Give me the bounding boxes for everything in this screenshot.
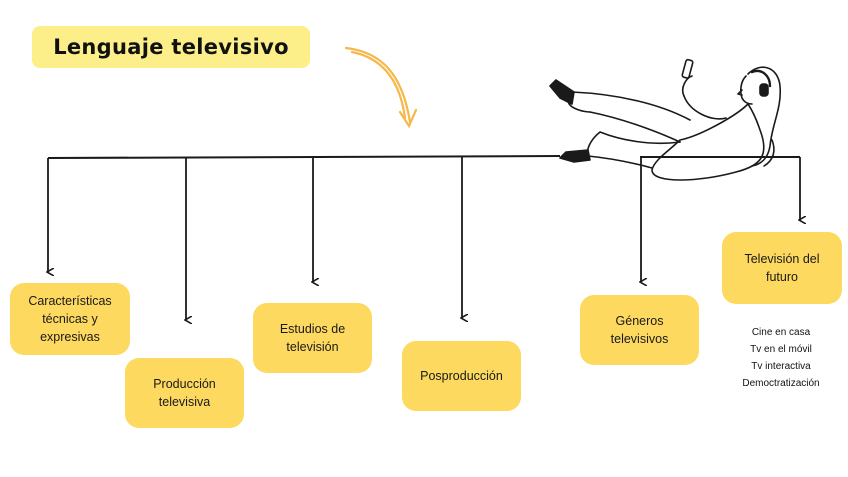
node-line: expresivas <box>40 330 100 344</box>
orange-curved-arrow <box>344 46 418 129</box>
node-line: técnicas y <box>42 312 98 326</box>
page-title: Lenguaje televisivo <box>32 26 310 68</box>
node-line: Géneros televisivos <box>610 314 669 346</box>
node-line: Estudios de <box>279 322 346 336</box>
list-item: Cine en casa <box>751 327 811 338</box>
node-line: Posproducción <box>420 369 503 383</box>
node-posproduccion: Posproducción <box>402 341 521 411</box>
node-line: televisiva <box>158 395 211 409</box>
woman-lying-icon <box>549 58 782 181</box>
list-item: Tv interactiva <box>751 361 811 372</box>
node-line: futuro <box>766 270 798 284</box>
node-produccion: Producción televisiva <box>125 358 244 428</box>
node-futuro: Televisión del futuro <box>722 232 842 304</box>
node-line: Características <box>28 294 112 308</box>
list-item: Tv en el móvil <box>750 344 812 355</box>
node-generos: Géneros televisivos <box>580 295 699 365</box>
node-estudios: Estudios de televisión <box>253 303 372 373</box>
main-timeline <box>47 155 800 159</box>
node-line: televisión <box>286 340 339 354</box>
futuro-items-list: Cine en casa Tv en el móvil Tv interacti… <box>720 324 842 392</box>
node-caracteristicas: Características técnicas y expresivas <box>10 283 130 355</box>
node-line: Producción <box>153 377 216 391</box>
list-item: Democtratización <box>742 378 820 389</box>
node-line: Televisión del <box>744 252 820 266</box>
